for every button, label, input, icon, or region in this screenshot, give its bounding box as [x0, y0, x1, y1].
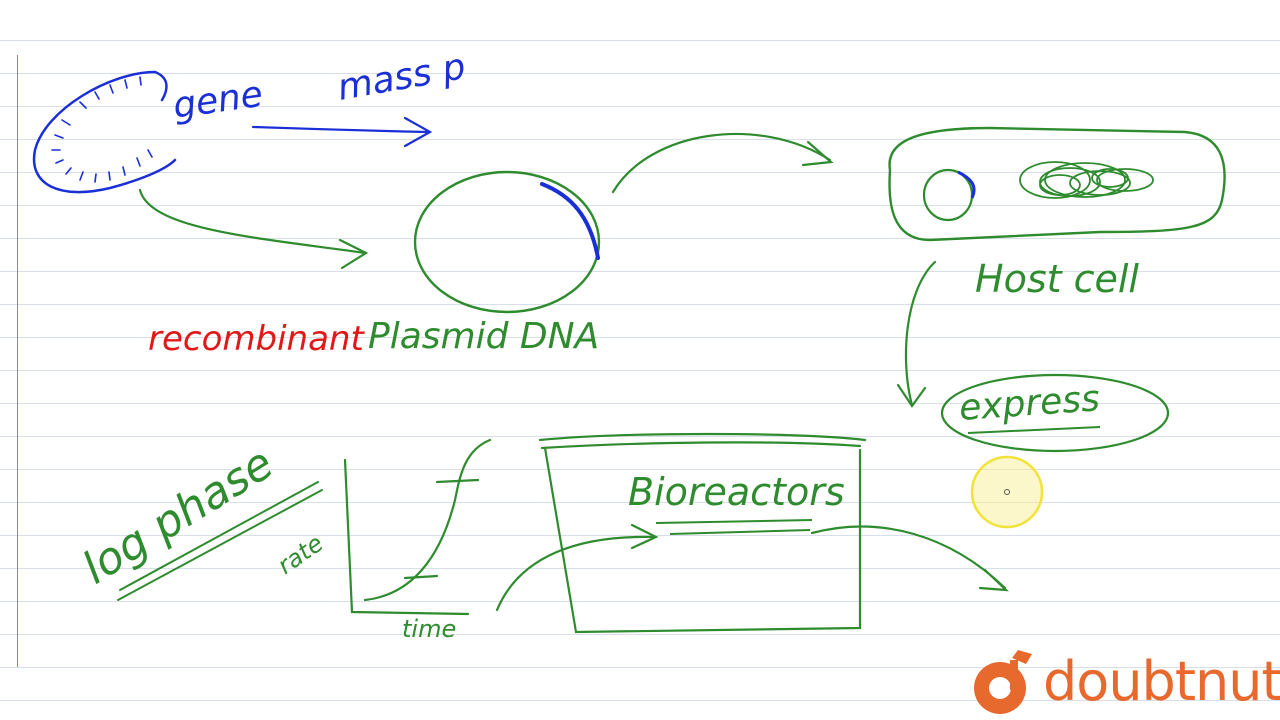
doubtnut-logo-icon: [974, 650, 1032, 714]
mass-label: mass p: [334, 46, 468, 109]
margin-line: [17, 55, 18, 667]
growth-graph: [343, 438, 492, 616]
bioreactor-box: [538, 432, 867, 634]
plasmid-to-host-arrow: [611, 132, 834, 194]
log-phase-label: log phase: [74, 438, 282, 595]
cursor-highlight: [970, 455, 1044, 529]
bioreactors-underline-2: [669, 529, 811, 535]
plasmid-circle: [413, 170, 601, 314]
gene-to-plasmid-arrow: [138, 188, 369, 270]
host-to-express-arrow: [896, 260, 937, 408]
recombinant-label: recombinant: [148, 319, 365, 359]
plasmid-dna-label: Plasmid DNA: [368, 316, 599, 357]
out-of-bioreactor-arrow: [810, 525, 1009, 592]
doubtnut-logo: doubtnut: [970, 648, 1280, 718]
bioreactors-underline: [655, 519, 813, 524]
into-bioreactor-arrow: [495, 523, 659, 612]
bioreactors-label: Bioreactors: [628, 470, 845, 514]
gene-cell-shape: [32, 70, 177, 194]
doubtnut-logo-text: doubtnut: [1043, 650, 1280, 713]
host-cell-label: Host cell: [975, 257, 1139, 301]
gene-to-mass-arrow: [251, 116, 433, 148]
time-label: time: [402, 615, 456, 643]
host-cell-box: [888, 126, 1226, 242]
rate-label: rate: [272, 529, 328, 580]
express-label: express: [958, 378, 1101, 429]
log-phase-underline: [117, 481, 323, 601]
express-oval: [940, 373, 1170, 453]
gene-label: gene: [171, 74, 266, 127]
